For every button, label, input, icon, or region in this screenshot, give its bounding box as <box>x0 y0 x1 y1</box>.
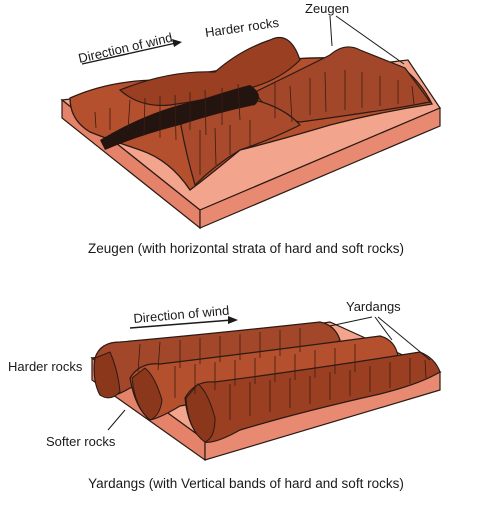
zeugen-ridge-2 <box>254 46 432 123</box>
yardangs-pointer-1 <box>329 316 373 327</box>
wind-arrowhead-bottom <box>228 316 238 324</box>
yardangs-illustration <box>90 316 442 462</box>
yardang-front-face-1 <box>93 351 121 399</box>
zeugen-crevice <box>100 85 259 150</box>
yardangs-pointer-3 <box>377 316 431 361</box>
softer-rocks-label: Softer rocks <box>46 434 116 449</box>
zeugen-pointer-2 <box>335 15 405 65</box>
wind-arrow-top <box>81 42 177 65</box>
zeugen-streaks <box>94 70 415 175</box>
harder-rocks-label-bottom: Harder rocks <box>8 359 83 374</box>
yardang-front-face-3 <box>185 383 216 443</box>
zeugen-pointer-1 <box>329 15 333 47</box>
wind-arrowhead-top <box>172 39 182 47</box>
zeugen-base-front-right <box>199 107 441 229</box>
zeugen-illustration <box>60 15 441 230</box>
yardangs-pointer-2 <box>374 316 393 341</box>
wind-arrow-bottom <box>129 319 233 329</box>
softer-rocks-pointer <box>107 409 126 431</box>
zeugen-ridge-1 <box>118 36 301 107</box>
yardangs-streaks <box>137 328 427 420</box>
yardangs-label: Yardangs <box>346 299 401 314</box>
yardangs-figure: Direction of wind Yardangs Harder rocks … <box>0 280 492 512</box>
zeugen-caption: Zeugen (with horizontal strata of hard a… <box>88 241 404 256</box>
yardangs-caption: Yardangs (with Vertical bands of hard an… <box>88 476 404 491</box>
yardang-ridge-3 <box>184 351 441 443</box>
yardang-front-face-2 <box>131 367 163 421</box>
zeugen-label: Zeugen <box>305 1 350 16</box>
zeugen-figure: Direction of wind Harder rocks Zeugen Ze… <box>60 1 441 256</box>
